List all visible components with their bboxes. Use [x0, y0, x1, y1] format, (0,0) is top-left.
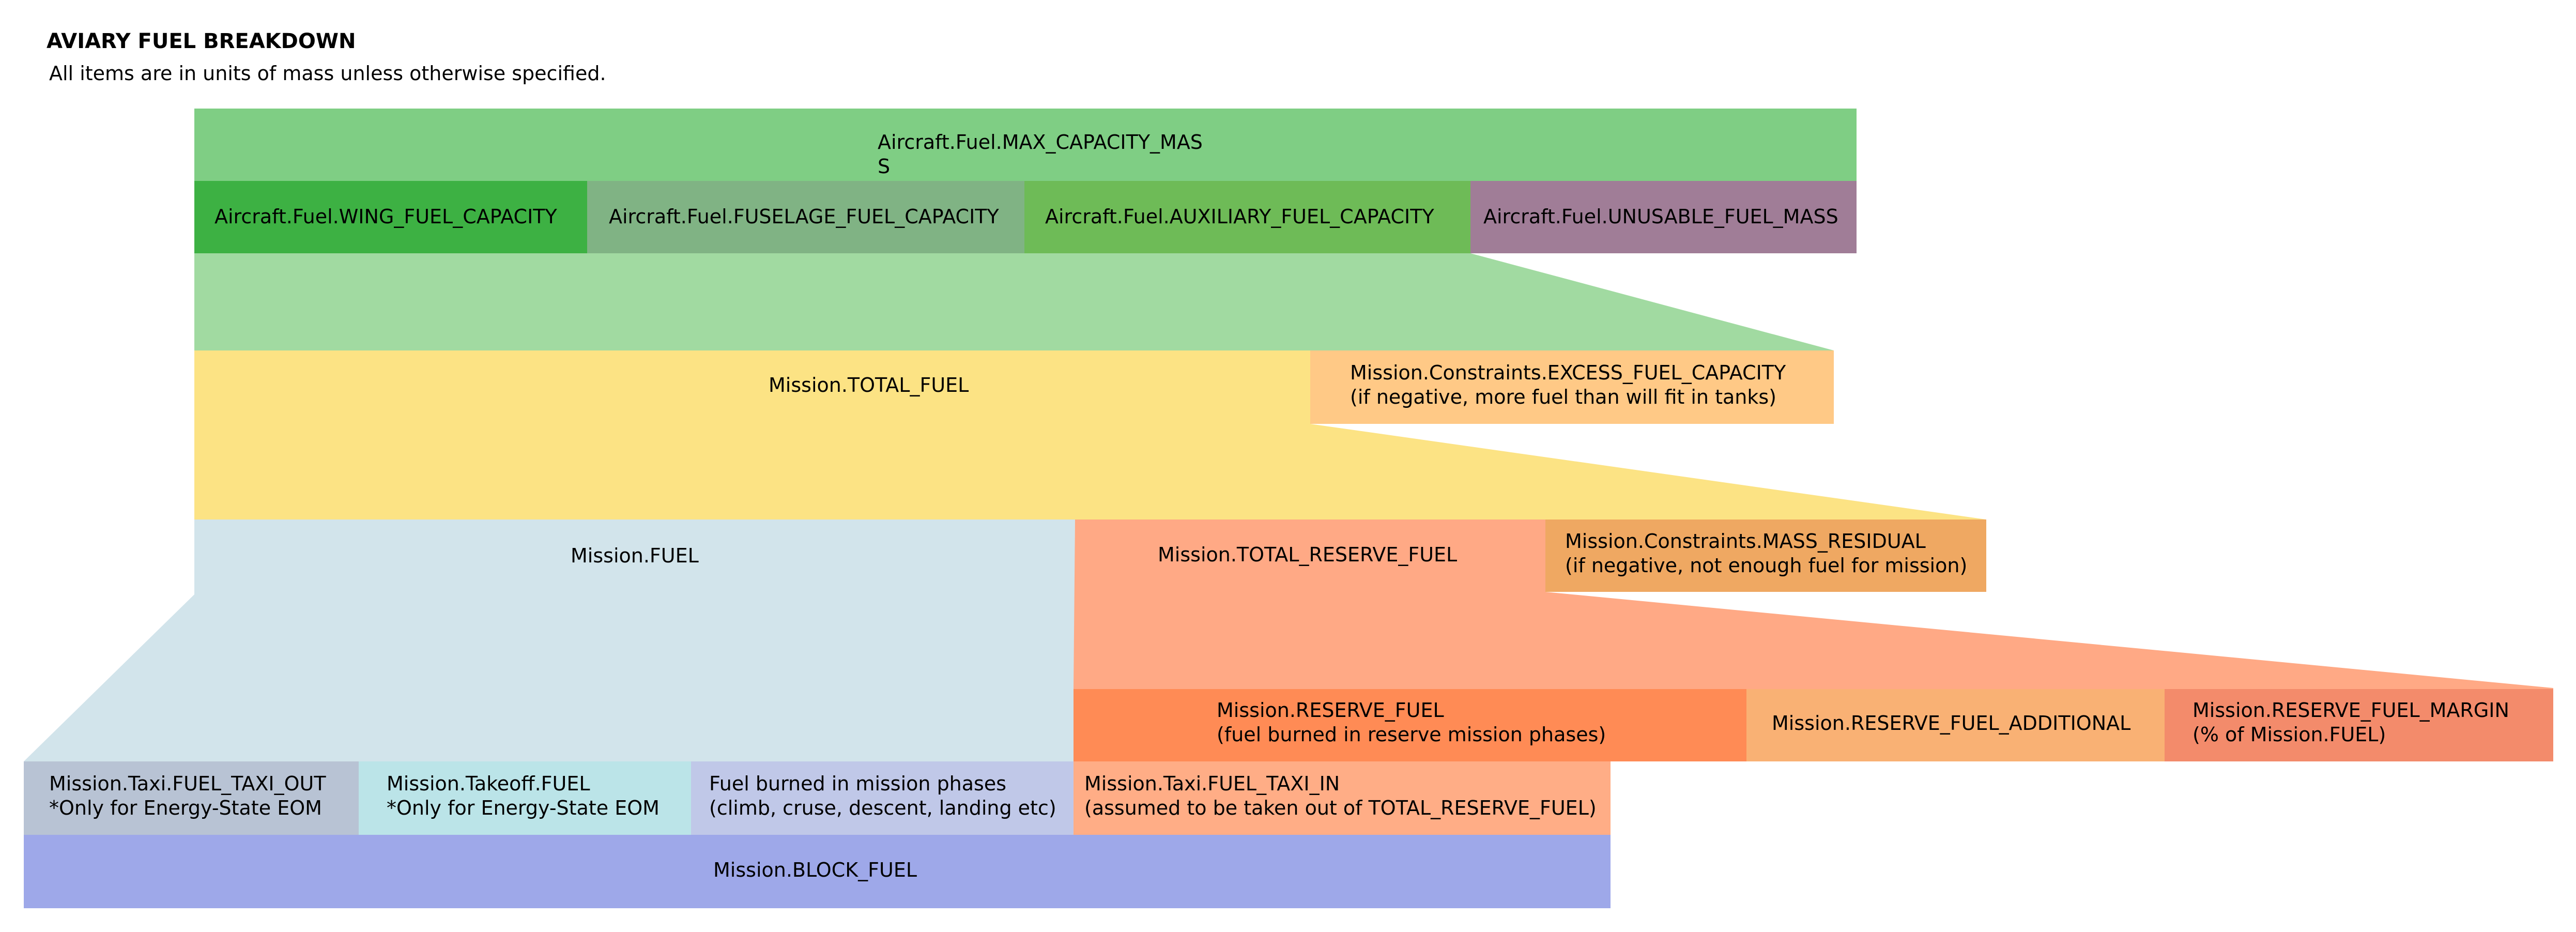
mass-residual-label-line1: Mission.Constraints.MASS_RESIDUAL — [1565, 530, 1926, 553]
takeoff-fuel-box: Mission.Takeoff.FUEL *Only for Energy-St… — [359, 761, 691, 835]
takeoff-fuel-label-line1: Mission.Takeoff.FUEL — [387, 772, 590, 795]
taxi-in-label-line1: Mission.Taxi.FUEL_TAXI_IN — [1084, 772, 1340, 795]
reserve-fuel-margin-box: Mission.RESERVE_FUEL_MARGIN (% of Missio… — [2165, 689, 2553, 761]
block-fuel-box: Mission.BLOCK_FUEL — [24, 835, 1611, 908]
fuel-region — [24, 520, 1075, 761]
reserve-fuel-margin-label-line2: (% of Mission.FUEL) — [2192, 723, 2386, 746]
wing-capacity-box: Aircraft.Fuel.WING_FUEL_CAPACITY — [194, 181, 587, 253]
mission-phases-label-line1: Fuel burned in mission phases — [709, 772, 1006, 795]
excess-fuel-capacity-label-line2: (if negative, more fuel than will fit in… — [1350, 386, 1776, 408]
capacity-to-total-fuel-region — [194, 253, 1834, 350]
taxi-out-label-line2: *Only for Energy-State EOM — [49, 797, 322, 819]
block-fuel-label: Mission.BLOCK_FUEL — [713, 859, 917, 881]
fuselage-capacity-label: Aircraft.Fuel.FUSELAGE_FUEL_CAPACITY — [609, 205, 999, 228]
taxi-out-label-line1: Mission.Taxi.FUEL_TAXI_OUT — [49, 772, 326, 795]
auxiliary-capacity-box: Aircraft.Fuel.AUXILIARY_FUEL_CAPACITY — [1024, 181, 1470, 253]
fuselage-capacity-box: Aircraft.Fuel.FUSELAGE_FUEL_CAPACITY — [587, 181, 1024, 253]
reserve-fuel-box: Mission.RESERVE_FUEL (fuel burned in res… — [1074, 689, 1746, 761]
taxi-out-box: Mission.Taxi.FUEL_TAXI_OUT *Only for Ene… — [24, 761, 359, 835]
excess-fuel-capacity-box: Mission.Constraints.EXCESS_FUEL_CAPACITY… — [1310, 350, 1834, 424]
diagram-title: AVIARY FUEL BREAKDOWN — [47, 29, 356, 53]
unusable-fuel-label: Aircraft.Fuel.UNUSABLE_FUEL_MASS — [1483, 205, 1838, 228]
takeoff-fuel-label-line2: *Only for Energy-State EOM — [387, 797, 660, 819]
total-reserve-fuel-label: Mission.TOTAL_RESERVE_FUEL — [1158, 543, 1457, 566]
mission-phases-fuel-box: Fuel burned in mission phases (climb, cr… — [691, 761, 1074, 835]
reserve-fuel-margin-label-line1: Mission.RESERVE_FUEL_MARGIN — [2192, 699, 2509, 722]
auxiliary-capacity-label: Aircraft.Fuel.AUXILIARY_FUEL_CAPACITY — [1045, 205, 1434, 228]
total-fuel-region — [194, 350, 1986, 520]
taxi-in-box: Mission.Taxi.FUEL_TAXI_IN (assumed to be… — [1074, 761, 1611, 835]
unusable-fuel-box: Aircraft.Fuel.UNUSABLE_FUEL_MASS — [1470, 181, 1857, 253]
reserve-fuel-additional-box: Mission.RESERVE_FUEL_ADDITIONAL — [1746, 689, 2165, 761]
wing-capacity-label: Aircraft.Fuel.WING_FUEL_CAPACITY — [214, 205, 558, 228]
taxi-in-label-line2: (assumed to be taken out of TOTAL_RESERV… — [1084, 797, 1597, 819]
excess-fuel-capacity-label-line1: Mission.Constraints.EXCESS_FUEL_CAPACITY — [1350, 361, 1786, 384]
reserve-fuel-label-line1: Mission.RESERVE_FUEL — [1217, 699, 1444, 722]
reserve-fuel-additional-label: Mission.RESERVE_FUEL_ADDITIONAL — [1772, 712, 2130, 735]
mission-phases-label-line2: (climb, cruse, descent, landing etc) — [709, 797, 1056, 819]
max-capacity-label-line1: Aircraft.Fuel.MAX_CAPACITY_MAS — [878, 131, 1203, 154]
reserve-region — [1074, 520, 2553, 689]
mission-fuel-label: Mission.FUEL — [571, 544, 699, 567]
reserve-fuel-label-line2: (fuel burned in reserve mission phases) — [1217, 723, 1606, 746]
max-capacity-label-line2: S — [878, 155, 890, 178]
max-capacity-box: Aircraft.Fuel.MAX_CAPACITY_MAS S — [194, 109, 1857, 181]
mass-residual-label-line2: (if negative, not enough fuel for missio… — [1565, 554, 1967, 577]
mass-residual-box: Mission.Constraints.MASS_RESIDUAL (if ne… — [1545, 520, 1986, 592]
diagram-subtitle: All items are in units of mass unless ot… — [49, 62, 606, 85]
total-fuel-label: Mission.TOTAL_FUEL — [769, 374, 969, 396]
